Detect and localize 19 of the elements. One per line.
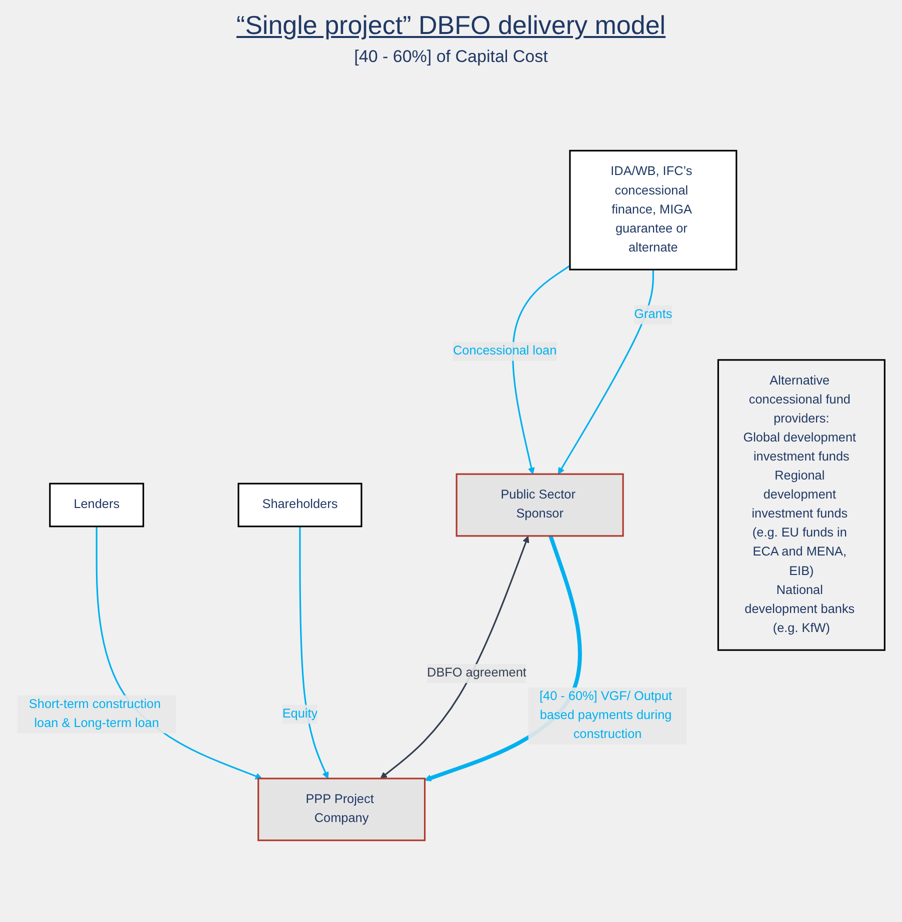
edge-label: DBFO agreement <box>427 666 526 680</box>
edge-label: Short-term construction loan & Long-term loan <box>28 698 161 730</box>
node-box: Alternative concessional fund providers: Global development investment funds Regional development investment funds (e.g. EU funds in ECA and MENA, EIB) National development banks (e.g. KfW) <box>717 359 886 651</box>
node-box: IDA/WB, IFC’s concessional finance, MIGA guarantee or alternate <box>569 150 738 270</box>
arrow <box>380 536 530 779</box>
edge-label: Equity <box>282 707 318 721</box>
flow-label: [40 - 60%] of Capital Cost <box>354 47 548 67</box>
node-box: Lenders <box>49 482 144 528</box>
arrow <box>299 526 329 779</box>
edge-label: Grants <box>634 308 672 322</box>
diagram-title: “Single project” DBFO delivery model <box>236 10 666 41</box>
arrow <box>512 265 570 474</box>
edge-label: [40 - 60%] VGF/ Output based payments during construction <box>540 690 672 742</box>
arrow <box>424 535 582 782</box>
arrow <box>558 270 654 474</box>
node-box: Public Sector Sponsor <box>456 473 624 537</box>
node-box: Shareholders <box>238 482 362 528</box>
node-box: PPP Project Company <box>258 778 426 842</box>
edge-label: Concessional loan <box>452 344 557 358</box>
